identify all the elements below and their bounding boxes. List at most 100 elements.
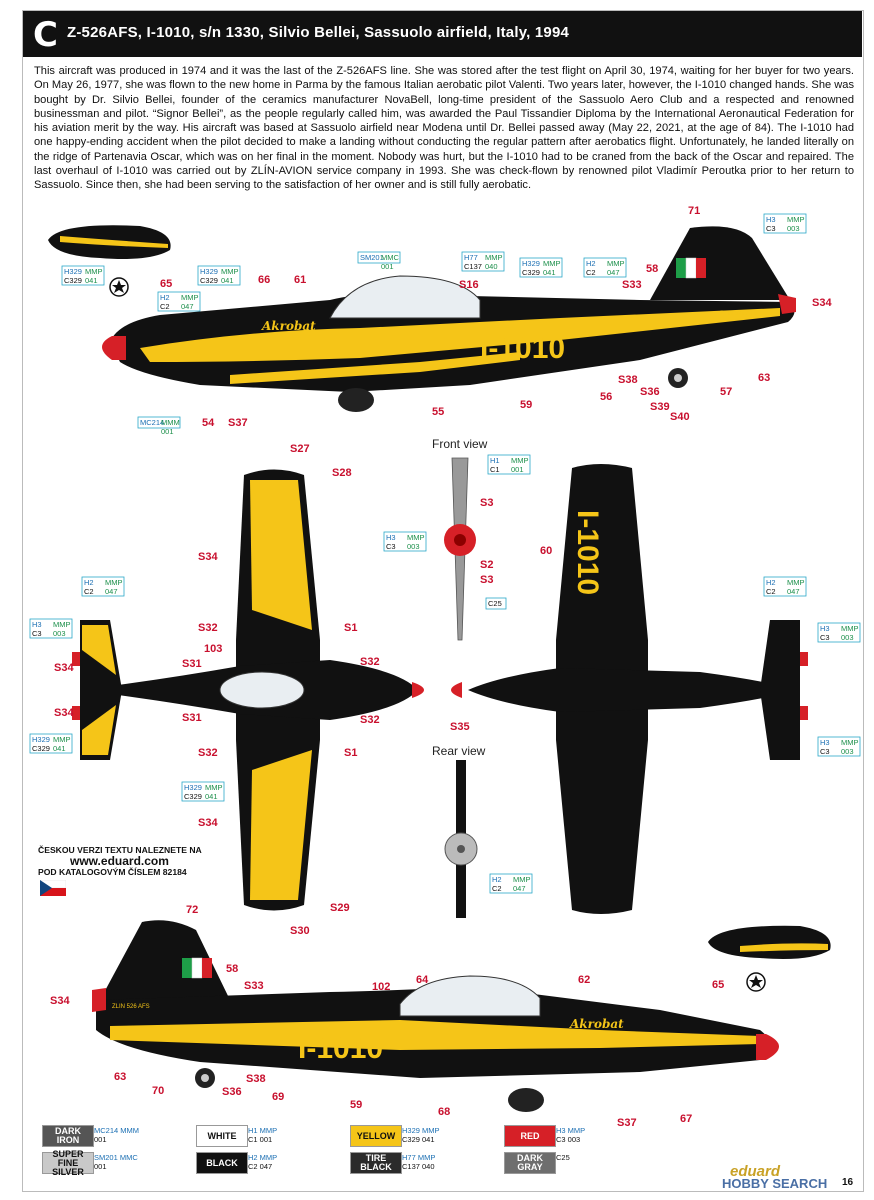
callout-top-profile: 61: [294, 274, 306, 286]
svg-text:C2: C2: [766, 587, 776, 596]
svg-text:C3: C3: [820, 747, 830, 756]
svg-text:H77: H77: [464, 253, 478, 262]
svg-text:H2: H2: [492, 875, 502, 884]
svg-text:H3: H3: [820, 624, 830, 633]
wingtip-tank-bottom: [708, 925, 831, 992]
svg-text:MMP: MMP: [53, 735, 71, 744]
wingtip-tank-top: [48, 225, 171, 297]
front-view-label: Front view: [432, 437, 488, 451]
svg-text:H3: H3: [766, 215, 776, 224]
callout-plan-top: S32: [198, 747, 218, 759]
legend-swatch: WHITE: [196, 1125, 248, 1147]
svg-text:MMP: MMP: [787, 578, 805, 587]
callout-bottom-profile: 67: [680, 1113, 692, 1125]
czech-note-line1: ČESKOU VERZI TEXTU NALEZNETE NA: [38, 845, 202, 855]
callout-plan-top: S32: [360, 714, 380, 726]
aircraft-description: This aircraft was produced in 1974 and i…: [34, 65, 854, 192]
svg-text:H2: H2: [160, 293, 170, 302]
callout-top-profile: S38: [618, 374, 638, 386]
callout-top-profile: 66: [258, 274, 270, 286]
svg-text:H329: H329: [522, 259, 540, 268]
registration-underside: I-1010: [571, 510, 604, 595]
callout-top-profile: S34: [812, 297, 832, 309]
callout-top-profile: 57: [720, 386, 732, 398]
hobbysearch-watermark: HOBBY SEARCH: [722, 1176, 828, 1191]
side-profile-right: I-1010 Akrobat ZLIN 526 AFS: [92, 920, 779, 1112]
callout-bottom-profile: S38: [246, 1073, 266, 1085]
callout-top-profile: S36: [640, 386, 660, 398]
callout-plan-bottom: S35: [450, 721, 470, 733]
svg-text:003: 003: [841, 747, 854, 756]
svg-text:H329: H329: [184, 783, 202, 792]
svg-text:C329: C329: [184, 792, 202, 801]
callout-plan-bottom: 60: [540, 545, 552, 557]
svg-text:001: 001: [381, 262, 394, 271]
callout-bottom-profile: 70: [152, 1085, 164, 1097]
callout-bottom-profile: 62: [578, 974, 590, 986]
callout-top-profile: S37: [228, 417, 248, 429]
callout-bottom-profile: 102: [372, 981, 390, 993]
rear-view-label: Rear view: [432, 744, 486, 758]
svg-text:C3: C3: [766, 224, 776, 233]
svg-text:047: 047: [513, 884, 526, 893]
czech-note-line2: POD KATALOGOVÝM ČÍSLEM 82184: [38, 867, 187, 877]
svg-text:MMP: MMP: [85, 267, 103, 276]
registration-side-right: I-1010: [298, 1032, 383, 1065]
svg-text:C25: C25: [488, 599, 502, 608]
callout-bottom-profile: 63: [114, 1071, 126, 1083]
svg-text:MC214: MC214: [140, 418, 164, 427]
svg-text:041: 041: [543, 268, 556, 277]
svg-text:C2: C2: [160, 302, 170, 311]
svg-text:041: 041: [85, 276, 98, 285]
svg-text:H3: H3: [820, 738, 830, 747]
callout-bottom-profile: 65: [712, 979, 724, 991]
svg-text:MMP: MMP: [607, 259, 625, 268]
callout-bottom-profile: 72: [186, 904, 198, 916]
svg-text:H2: H2: [84, 578, 94, 587]
eduard-url[interactable]: www.eduard.com: [70, 854, 169, 868]
callout-front-view: S2: [480, 559, 493, 571]
czech-flag-icon: [40, 880, 66, 896]
rear-view: Rear view: [432, 744, 486, 918]
callout-top-profile: S33: [622, 279, 642, 291]
svg-text:MMP: MMP: [407, 533, 425, 542]
svg-text:C329: C329: [64, 276, 82, 285]
callout-plan-top: S29: [330, 902, 350, 914]
svg-text:H2: H2: [586, 259, 596, 268]
fin-text-right: ZLIN 526 AFS: [112, 1004, 150, 1010]
registration-side-left: I-1010: [480, 332, 565, 365]
svg-text:C2: C2: [586, 268, 596, 277]
side-profile-left: I-1010 Akrobat ZLIN 526 AFS: [102, 226, 796, 412]
svg-text:047: 047: [105, 587, 118, 596]
svg-text:040: 040: [485, 262, 498, 271]
callout-plan-top: S1: [344, 622, 357, 634]
paint-code-box: C25: [485, 597, 507, 610]
svg-text:MMC: MMC: [381, 253, 399, 262]
callout-bottom-profile: S37: [617, 1117, 637, 1129]
svg-text:MMP: MMP: [841, 624, 859, 633]
profile-title: Z-526AFS, I-1010, s/n 1330, Silvio Belle…: [67, 24, 570, 41]
plan-view-lower: I-1010: [451, 464, 808, 914]
svg-text:047: 047: [181, 302, 194, 311]
legend-swatch: DARK IRON: [42, 1125, 94, 1147]
svg-text:C3: C3: [820, 633, 830, 642]
page-number: 16: [842, 1177, 854, 1188]
akrobat-script-right: Akrobat: [569, 1017, 624, 1031]
callout-top-profile: 71: [688, 205, 700, 217]
callout-plan-top: S27: [290, 443, 310, 455]
svg-text:C2: C2: [492, 884, 502, 893]
svg-text:MMP: MMP: [513, 875, 531, 884]
